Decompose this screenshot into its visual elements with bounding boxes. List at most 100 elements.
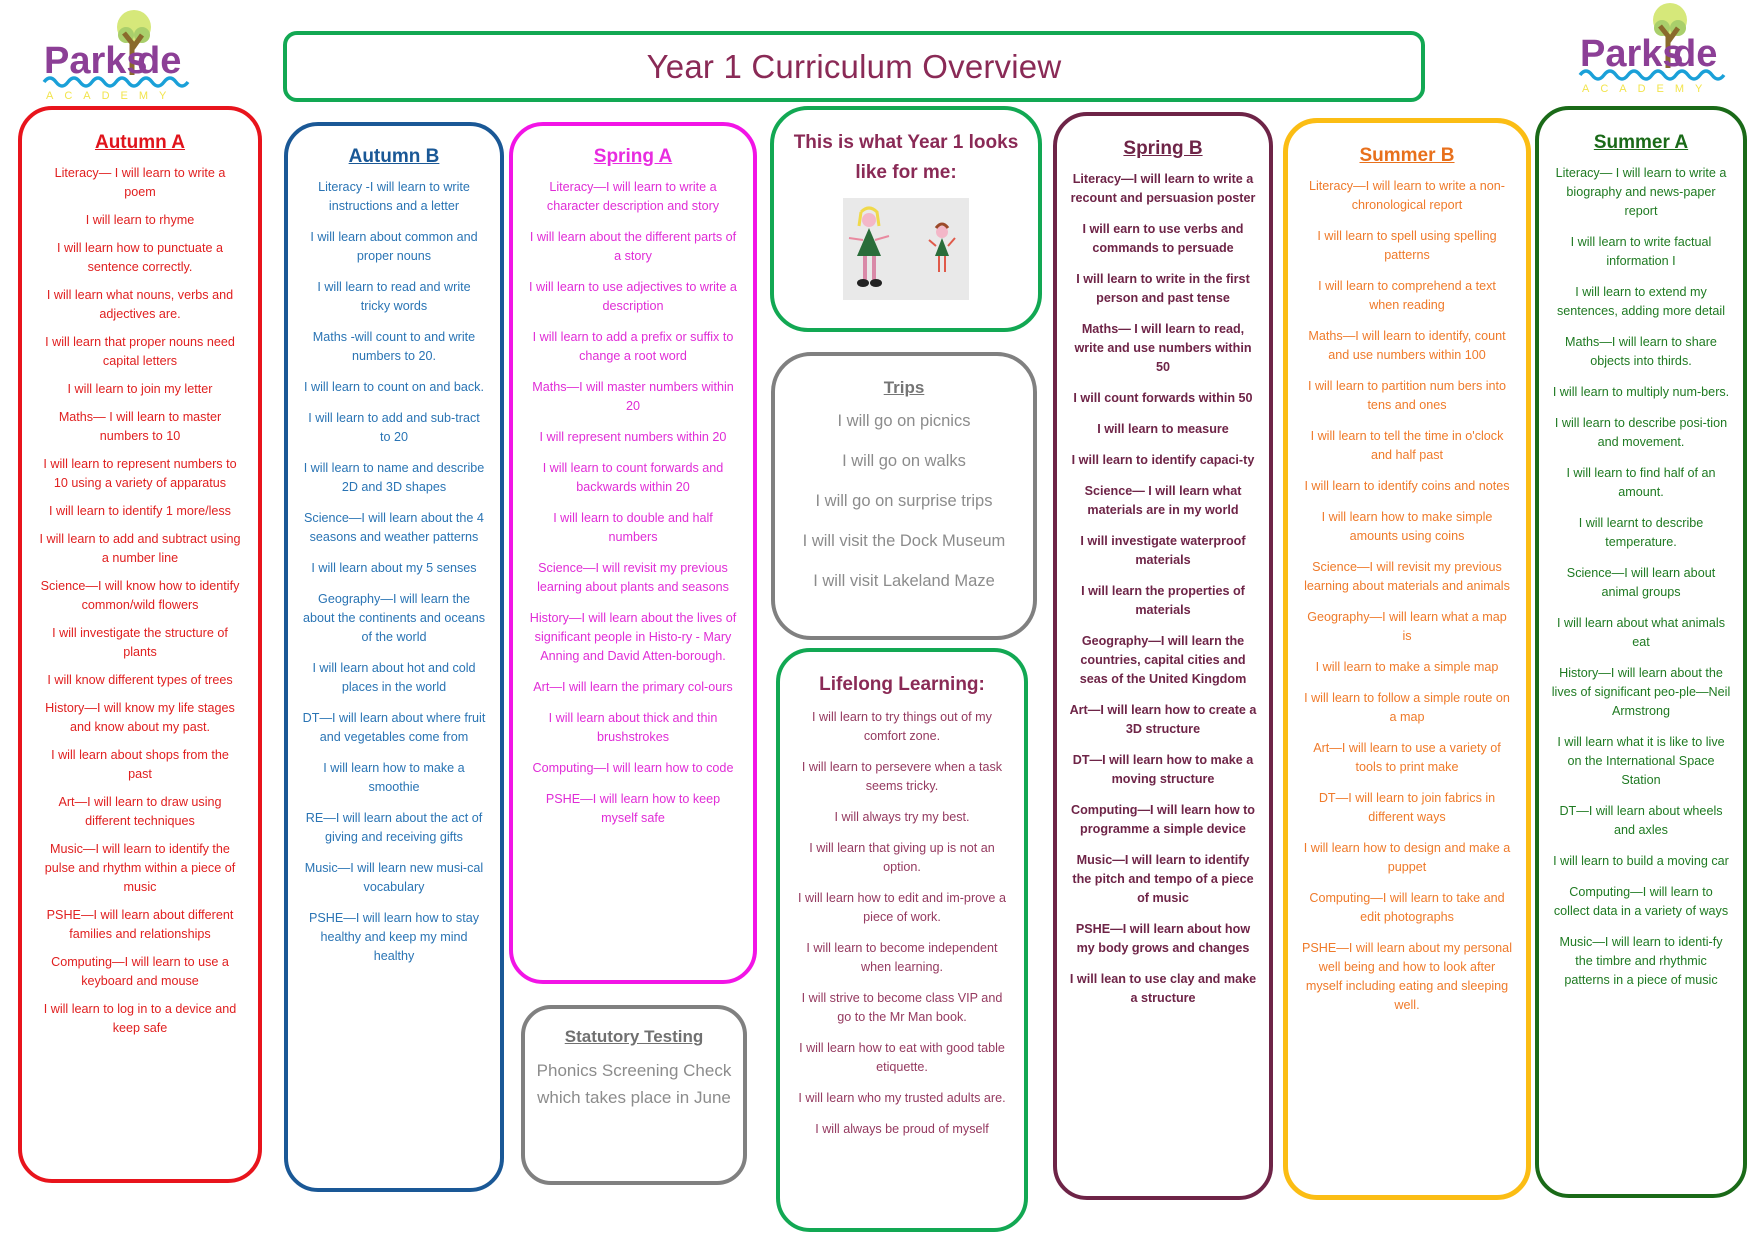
list-item: I will learn to become independent when … [806,941,998,974]
list-item: I will count forwards within 50 [1073,391,1253,405]
list-item: PSHE—I will learn about my personal well… [1302,941,1512,1012]
list-item: I will know different types of trees [47,673,233,687]
list-item: I will learn to write in the first perso… [1076,272,1250,305]
term-item-list: Literacy—I will learn to write a non-chr… [1296,177,1518,1015]
list-item: I will learn what it is like to live on … [1557,735,1725,787]
svg-text:de: de [1673,33,1717,75]
list-item: Music—I will learn to identify the pulse… [44,842,236,894]
page-title: Year 1 Curriculum Overview [646,47,1062,85]
parkside-tree-logo-icon: Parks de ACADEMY [42,10,190,102]
list-item: I will represent numbers within 20 [539,430,727,444]
list-item: Computing—I will learn how to programme … [1071,803,1255,836]
list-item: I will learn that proper nouns need capi… [45,335,235,368]
list-item: I will learn to count forwards and backw… [542,461,724,494]
list-item: I will learn to tell the time in o'clock… [1310,429,1504,462]
list-item: I will learn to read and write tricky wo… [317,280,471,313]
list-item: I will go on picnics [837,412,971,430]
list-item: I will learn to measure [1097,422,1229,436]
list-item: Science—I will know how to identify comm… [40,579,240,612]
lifelong-learning-box: Lifelong Learning: I will learn to try t… [776,648,1028,1232]
list-item: Geography—I will learn the countries, ca… [1079,634,1247,686]
title-banner: Year 1 Curriculum Overview [283,31,1425,102]
list-item: I will learn to identify coins and notes [1304,479,1510,493]
term-item-list: Literacy— I will learn to write a biogra… [1545,164,1737,990]
list-item: I will learn to follow a simple route on… [1304,691,1510,724]
trips-list: I will go on picnics I will go on walks I … [783,410,1025,592]
child-drawing-image [843,198,969,300]
list-item: I will learn about my 5 senses [311,561,477,575]
list-item: Maths— I will learn to master numbers to… [58,410,222,443]
list-item: I will learn to find half of an amount. [1566,466,1716,499]
term-heading: Autumn A [94,132,186,153]
list-item: DT—I will learn how to make a moving str… [1072,753,1254,786]
parkside-logo-right: Parks de ACADEMY [1578,0,1728,98]
term-spring-b: Spring B Literacy—I will learn to write … [1053,112,1273,1200]
list-item: I will always be proud of myself [815,1122,989,1136]
term-item-list: Literacy -I will learn to write instruct… [296,178,492,966]
list-item: I will visit the Dock Museum [802,532,1006,550]
list-item: Geography—I will learn the about the con… [302,592,486,644]
list-item: I will learn about what animals eat [1557,616,1725,649]
list-item: I will learn to try things out of my com… [812,710,992,743]
list-item: Science—I will learn about animal groups [1566,566,1716,599]
svg-text:ACADEMY: ACADEMY [46,90,177,102]
list-item: I will learn about common and proper nou… [310,230,478,263]
list-item: Music—I will learn to identi-fy the timb… [1559,935,1723,987]
list-item: Science—I will learn about the 4 seasons… [304,511,484,544]
list-item: I will learn who my trusted adults are. [798,1091,1006,1105]
list-item: I will learn to extend my sentences, add… [1556,285,1726,318]
list-item: I will learn about hot and cold places i… [312,661,476,694]
list-item: I will learn to identify capaci-ty [1071,453,1255,467]
list-item: Maths -will count to and write numbers t… [312,330,476,363]
list-item: I will learn to build a moving car [1553,854,1729,868]
term-heading: Spring B [1123,138,1203,159]
list-item: I will learn about shops from the past [51,748,229,781]
list-item: Music—I will learn new musi-cal vocabula… [304,861,484,894]
list-item: Maths—I will master numbers within 20 [532,380,734,413]
term-heading: Spring A [593,146,673,167]
list-item: Science— I will learn what materials are… [1084,484,1242,517]
list-item: Art—I will learn the primary col-ours [533,680,733,694]
term-heading: Autumn B [348,146,440,167]
lifelong-list: I will learn to try things out of my com… [788,708,1016,1139]
list-item: I will learn to make a simple map [1315,660,1499,674]
statutory-heading: Statutory Testing [564,1027,704,1046]
parkside-logo-left: Parks de ACADEMY [42,5,192,105]
statutory-testing-box: Statutory Testing Phonics Screening Chec… [521,1005,747,1185]
list-item: DT—I will learn about wheels and axles [1559,804,1723,837]
list-item: I will learn about the different parts o… [529,230,737,263]
list-item: History—I will learn about the lives of … [1551,666,1731,718]
list-item: Computing—I will learn how to code [532,761,734,775]
list-item: I will go on walks [842,452,966,470]
list-item: I will learn how to make simple amounts … [1321,510,1493,543]
lifelong-heading: Lifelong Learning: [819,674,985,695]
list-item: I will learn to persevere when a task se… [801,760,1003,793]
list-item: I will learn how to eat with good table … [799,1041,1005,1074]
list-item: I will learn to count on and back. [304,380,484,394]
list-item: I will visit Lakeland Maze [813,572,995,590]
list-item: I will learn to spell using spelling pat… [1317,229,1497,262]
list-item: I will go on surprise trips [815,492,993,510]
list-item: Literacy -I will learn to write instruct… [318,180,470,213]
list-item: I will learn to double and half numbers [553,511,713,544]
list-item: Maths—I will learn to identify, count an… [1308,329,1506,362]
year1-drawing-box: This is what Year 1 looks like for me: [770,106,1042,332]
term-item-list: Literacy—I will learn to write a charact… [521,178,745,828]
child-drawing-icon [843,198,969,300]
list-item: Computing—I will learn to take and edit … [1309,891,1505,924]
list-item: I will learn to write factual informatio… [1570,235,1712,268]
list-item: I will learn how to make a smoothie [323,761,465,794]
list-item: I will learn to comprehend a text when r… [1318,279,1496,312]
list-item: I will learn to rhyme [85,213,195,227]
list-item: PSHE—I will learn how to keep myself saf… [545,792,721,825]
list-item: RE—I will learn about the act of giving … [305,811,483,844]
parkside-tree-logo-icon: Parks de ACADEMY [1578,3,1726,95]
list-item: Science—I will revisit my previous learn… [537,561,729,594]
list-item: Literacy—I will learn to write a non-chr… [1309,179,1505,212]
term-autumn-a: Autumn A Literacy— I will learn to write… [18,106,262,1183]
list-item: I will learn how to punctuate a sentence… [57,241,223,274]
list-item: Geography—I will learn what a map is [1307,610,1507,643]
list-item: I will learn to add and sub-tract to 20 [308,411,480,444]
